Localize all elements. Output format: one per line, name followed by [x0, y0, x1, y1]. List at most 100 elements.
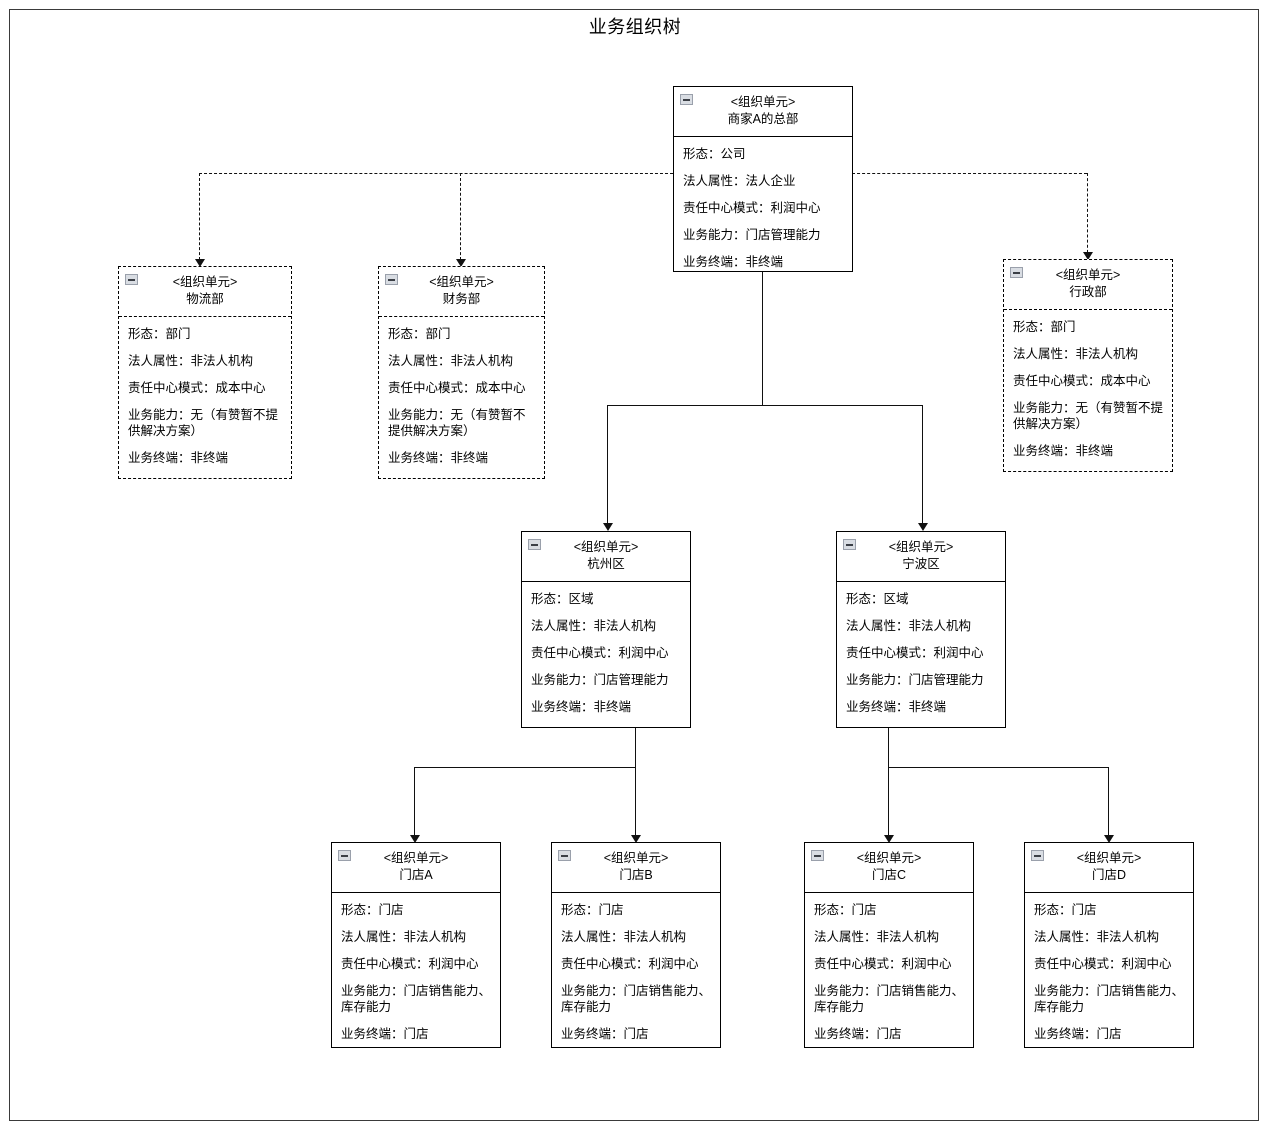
attr-legal: 法人属性：法人企业 — [683, 174, 796, 188]
edge-root-finance-drop — [460, 173, 461, 265]
collapse-minus-icon[interactable] — [558, 850, 571, 861]
node-title: 宁波区 — [902, 557, 940, 571]
collapse-minus-icon[interactable] — [528, 539, 541, 550]
node-header: <组织单元> 门店A — [332, 843, 500, 893]
attr-capability: 业务能力：门店管理能力 — [683, 228, 821, 242]
attr-legal: 法人属性：非法人机构 — [388, 354, 514, 368]
node-store-c[interactable]: <组织单元> 门店C 形态：门店 法人属性：非法人机构 责任中心模式：利润中心 … — [804, 842, 974, 1048]
collapse-minus-icon[interactable] — [385, 274, 398, 285]
node-header: <组织单元> 门店D — [1025, 843, 1193, 893]
node-finance[interactable]: <组织单元> 财务部 形态：部门 法人属性：非法人机构 责任中心模式：成本中心 … — [378, 266, 545, 479]
attr-form: 形态：门店 — [814, 903, 877, 917]
node-store-a[interactable]: <组织单元> 门店A 形态：门店 法人属性：非法人机构 责任中心模式：利润中心 … — [331, 842, 501, 1048]
edge-ningbo-trunk — [888, 728, 889, 768]
node-stereotype: <组织单元> — [856, 851, 922, 865]
collapse-minus-icon[interactable] — [811, 850, 824, 861]
arrow-root-finance — [456, 259, 466, 267]
attr-terminal: 业务终端：非终端 — [388, 451, 489, 465]
edge-store-c-drop — [888, 767, 889, 839]
edge-store-d-drop — [1108, 767, 1109, 839]
arrow-root-hangzhou — [603, 523, 613, 531]
arrow-root-admin — [1083, 252, 1093, 260]
attr-responsibility: 责任中心模式：成本中心 — [128, 381, 266, 395]
node-body: 形态：门店 法人属性：非法人机构 责任中心模式：利润中心 业务能力：门店销售能力… — [332, 893, 500, 1051]
attr-form: 形态：部门 — [1013, 320, 1076, 334]
attr-terminal: 业务终端：非终端 — [846, 700, 947, 714]
node-body: 形态：部门 法人属性：非法人机构 责任中心模式：成本中心 业务能力：无（有赞暂不… — [119, 317, 291, 475]
attr-legal: 法人属性：非法人机构 — [341, 930, 467, 944]
node-body: 形态：部门 法人属性：非法人机构 责任中心模式：成本中心 业务能力：无（有赞暂不… — [1004, 310, 1172, 468]
node-store-b[interactable]: <组织单元> 门店B 形态：门店 法人属性：非法人机构 责任中心模式：利润中心 … — [551, 842, 721, 1048]
attr-legal: 法人属性：非法人机构 — [531, 619, 657, 633]
node-body: 形态：部门 法人属性：非法人机构 责任中心模式：成本中心 业务能力：无（有赞暂不… — [379, 317, 544, 475]
attr-form: 形态：门店 — [561, 903, 624, 917]
collapse-minus-icon[interactable] — [125, 274, 138, 285]
node-header: <组织单元> 门店C — [805, 843, 973, 893]
node-title: 门店A — [399, 868, 433, 882]
attr-terminal: 业务终端：非终端 — [128, 451, 229, 465]
attr-legal: 法人属性：非法人机构 — [1013, 347, 1139, 361]
attr-responsibility: 责任中心模式：成本中心 — [388, 381, 526, 395]
attr-capability: 业务能力：门店销售能力、库存能力 — [561, 984, 712, 1014]
node-stereotype: <组织单元> — [603, 851, 669, 865]
node-root[interactable]: <组织单元> 商家A的总部 形态：公司 法人属性：法人企业 责任中心模式：利润中… — [673, 86, 853, 272]
collapse-minus-icon[interactable] — [680, 94, 693, 105]
node-header: <组织单元> 宁波区 — [837, 532, 1005, 582]
node-body: 形态：区域 法人属性：非法人机构 责任中心模式：利润中心 业务能力：门店管理能力… — [522, 582, 690, 724]
node-title: 物流部 — [186, 292, 224, 306]
node-title: 商家A的总部 — [727, 112, 799, 126]
attr-terminal: 业务终端：门店 — [561, 1027, 649, 1041]
attr-responsibility: 责任中心模式：成本中心 — [1013, 374, 1151, 388]
edge-hangzhou-stores-bus — [414, 767, 636, 768]
node-store-d[interactable]: <组织单元> 门店D 形态：门店 法人属性：非法人机构 责任中心模式：利润中心 … — [1024, 842, 1194, 1048]
node-body: 形态：门店 法人属性：非法人机构 责任中心模式：利润中心 业务能力：门店销售能力… — [552, 893, 720, 1051]
node-hangzhou[interactable]: <组织单元> 杭州区 形态：区域 法人属性：非法人机构 责任中心模式：利润中心 … — [521, 531, 691, 728]
attr-capability: 业务能力：门店销售能力、库存能力 — [341, 984, 492, 1014]
attr-capability: 业务能力：门店管理能力 — [531, 673, 669, 687]
attr-legal: 法人属性：非法人机构 — [561, 930, 687, 944]
attr-terminal: 业务终端：非终端 — [531, 700, 632, 714]
node-logistics[interactable]: <组织单元> 物流部 形态：部门 法人属性：非法人机构 责任中心模式：成本中心 … — [118, 266, 292, 479]
attr-legal: 法人属性：非法人机构 — [1034, 930, 1160, 944]
collapse-minus-icon[interactable] — [338, 850, 351, 861]
edge-root-admin-drop — [1087, 173, 1088, 258]
edge-root-departments-left — [199, 173, 673, 174]
attr-legal: 法人属性：非法人机构 — [814, 930, 940, 944]
attr-terminal: 业务终端：非终端 — [1013, 444, 1114, 458]
attr-legal: 法人属性：非法人机构 — [846, 619, 972, 633]
attr-form: 形态：公司 — [683, 147, 746, 161]
edge-root-logistics-drop — [199, 173, 200, 265]
attr-terminal: 业务终端：门店 — [1034, 1027, 1122, 1041]
node-admin[interactable]: <组织单元> 行政部 形态：部门 法人属性：非法人机构 责任中心模式：成本中心 … — [1003, 259, 1173, 472]
collapse-minus-icon[interactable] — [1031, 850, 1044, 861]
node-body: 形态：公司 法人属性：法人企业 责任中心模式：利润中心 业务能力：门店管理能力 … — [674, 137, 852, 279]
node-title: 门店B — [619, 868, 653, 882]
arrow-root-ningbo — [918, 523, 928, 531]
node-body: 形态：门店 法人属性：非法人机构 责任中心模式：利润中心 业务能力：门店销售能力… — [1025, 893, 1193, 1051]
arrow-hangzhou-store-b — [631, 835, 641, 843]
attr-form: 形态：区域 — [846, 592, 909, 606]
node-header: <组织单元> 杭州区 — [522, 532, 690, 582]
node-header: <组织单元> 财务部 — [379, 267, 544, 317]
attr-responsibility: 责任中心模式：利润中心 — [341, 957, 479, 971]
node-stereotype: <组织单元> — [429, 275, 494, 289]
collapse-minus-icon[interactable] — [843, 539, 856, 550]
edge-store-a-drop — [414, 767, 415, 839]
edge-store-b-drop — [635, 767, 636, 839]
collapse-minus-icon[interactable] — [1010, 267, 1023, 278]
edge-ningbo-drop — [922, 405, 923, 527]
attr-capability: 业务能力：门店管理能力 — [846, 673, 984, 687]
attr-responsibility: 责任中心模式：利润中心 — [814, 957, 952, 971]
node-header: <组织单元> 门店B — [552, 843, 720, 893]
attr-capability: 业务能力：门店销售能力、库存能力 — [1034, 984, 1185, 1014]
attr-form: 形态：门店 — [1034, 903, 1097, 917]
node-ningbo[interactable]: <组织单元> 宁波区 形态：区域 法人属性：非法人机构 责任中心模式：利润中心 … — [836, 531, 1006, 728]
attr-capability: 业务能力：无（有赞暂不提供解决方案） — [388, 408, 526, 438]
node-stereotype: <组织单元> — [1076, 851, 1142, 865]
attr-responsibility: 责任中心模式：利润中心 — [531, 646, 669, 660]
attr-capability: 业务能力：门店销售能力、库存能力 — [814, 984, 965, 1014]
node-header: <组织单元> 商家A的总部 — [674, 87, 852, 137]
attr-responsibility: 责任中心模式：利润中心 — [846, 646, 984, 660]
node-title: 杭州区 — [587, 557, 625, 571]
edge-hangzhou-trunk — [635, 728, 636, 768]
